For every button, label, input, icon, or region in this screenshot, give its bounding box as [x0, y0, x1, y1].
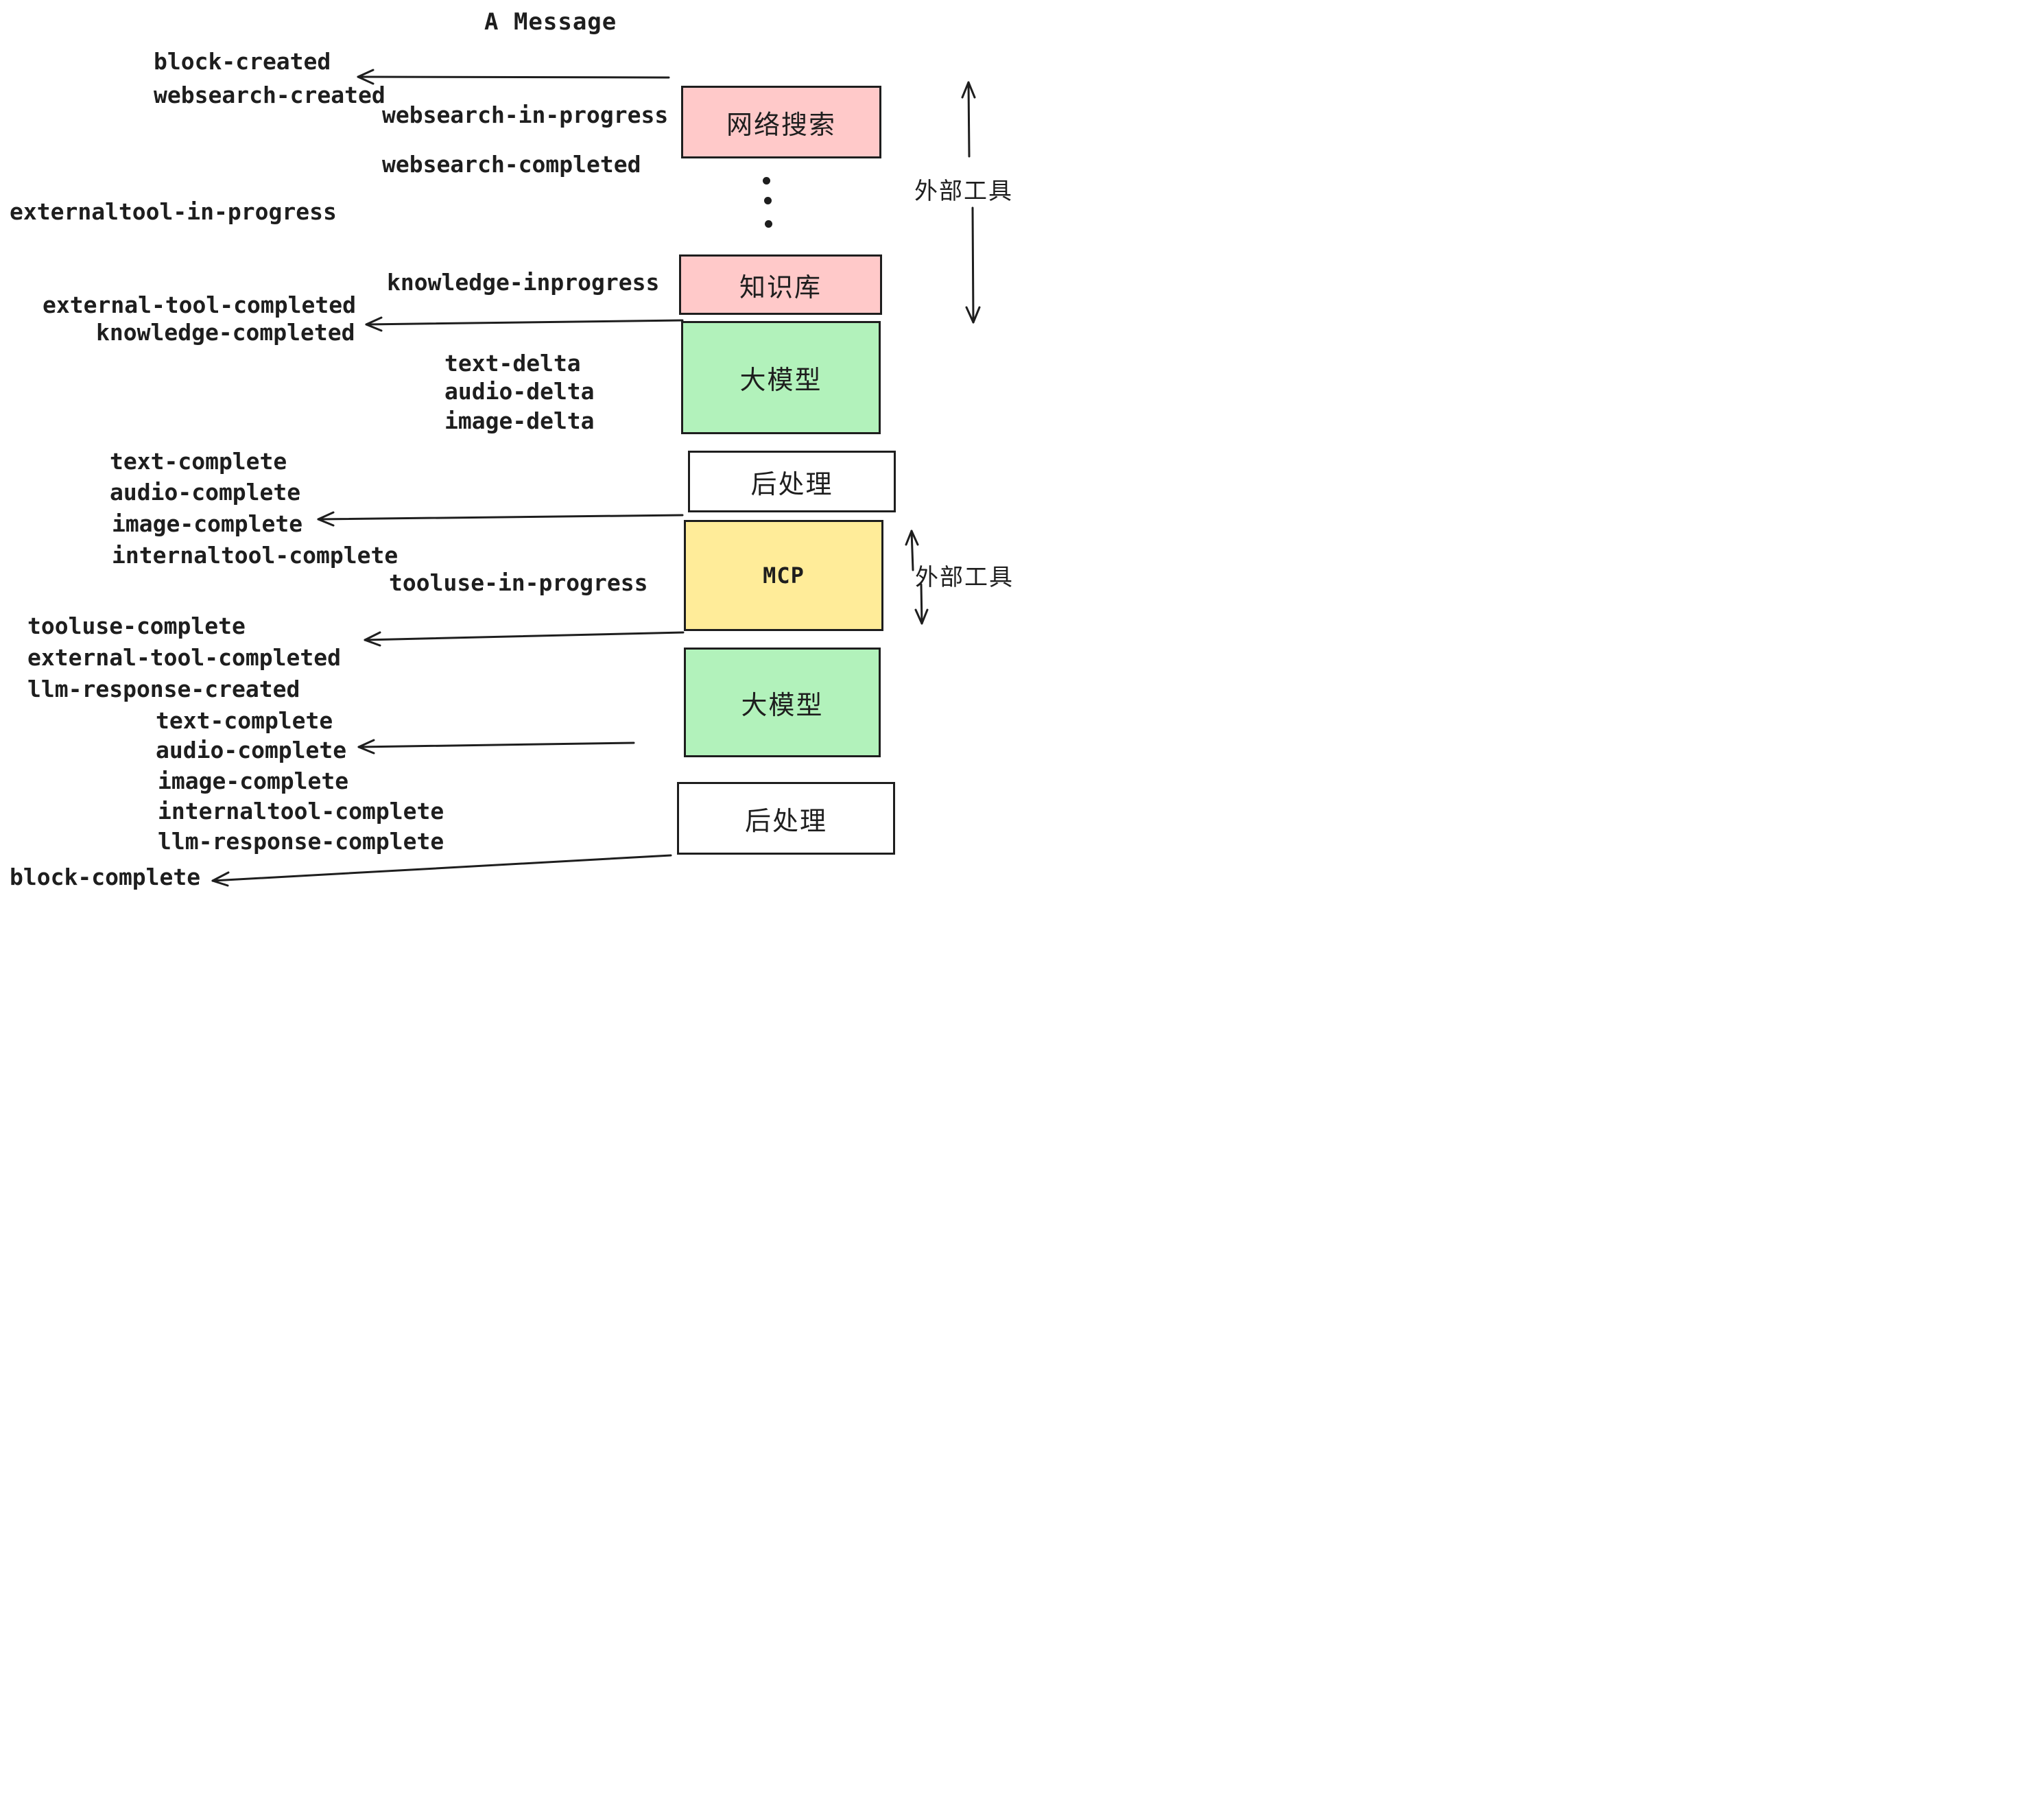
event-label-llm-response-created: llm-response-created — [27, 676, 300, 702]
event-label-audio-complete-2: audio-complete — [156, 737, 347, 763]
arrow-knowledge-completed — [365, 316, 684, 332]
event-label-text-complete-1: text-complete — [110, 448, 287, 475]
box-websearch: 网络搜索 — [681, 86, 881, 158]
event-label-tooluse-complete: tooluse-complete — [27, 613, 246, 639]
diagram-canvas: A Message block-created websearch-create… — [0, 0, 1022, 902]
diagram-title: A Message — [484, 8, 617, 36]
event-label-externaltool-in-progress: externaltool-in-progress — [10, 198, 337, 225]
event-label-websearch-in-progress: websearch-in-progress — [382, 102, 669, 128]
event-label-knowledge-completed: knowledge-completed — [96, 319, 355, 346]
event-label-audio-complete-1: audio-complete — [110, 479, 301, 506]
box-llm-1: 大模型 — [681, 321, 881, 434]
event-label-block-complete: block-complete — [10, 864, 201, 890]
external-tools-label-top: 外部工具 — [914, 178, 1013, 205]
event-label-text-complete-2: text-complete — [156, 707, 333, 734]
ellipsis-dot — [764, 197, 772, 204]
box-knowledge-label: 知识库 — [739, 272, 822, 302]
event-label-image-complete-1: image-complete — [112, 510, 303, 537]
box-post-processing-2-label: 后处理 — [744, 805, 827, 836]
event-label-image-complete-2: image-complete — [158, 768, 349, 794]
event-label-internaltool-complete-2: internaltool-complete — [158, 798, 444, 824]
event-label-block-created: block-created — [154, 48, 331, 75]
arrow-block-complete — [211, 854, 672, 887]
event-label-internaltool-complete-1: internaltool-complete — [112, 542, 399, 569]
arrow-audio-complete — [357, 739, 635, 755]
box-mcp: MCP — [684, 520, 883, 631]
ellipsis-dot — [763, 177, 770, 185]
ellipsis-dot — [765, 220, 772, 228]
event-label-llm-response-complete: llm-response-complete — [158, 828, 444, 855]
event-label-external-tool-completed-2: external-tool-completed — [27, 644, 341, 671]
event-label-text-delta-1: text-delta — [444, 350, 581, 377]
event-label-tooluse-in-progress: tooluse-in-progress — [389, 569, 648, 596]
arrow-external-tools-down-1 — [965, 206, 981, 324]
event-label-external-tool-completed: external-tool-completed — [43, 292, 356, 318]
box-knowledge: 知识库 — [679, 254, 882, 315]
arrow-image-complete — [317, 511, 684, 527]
box-post-processing-1-label: 后处理 — [750, 468, 833, 499]
arrow-external-tools-up-1 — [961, 81, 976, 158]
box-websearch-label: 网络搜索 — [726, 109, 836, 140]
box-mcp-label: MCP — [763, 562, 805, 589]
event-label-knowledge-inprogress: knowledge-inprogress — [387, 269, 660, 296]
box-post-processing-1: 后处理 — [688, 451, 896, 512]
arrow-tooluse-complete — [364, 631, 685, 647]
event-label-websearch-completed: websearch-completed — [382, 151, 641, 178]
event-label-audio-delta-1: audio-delta — [444, 378, 595, 405]
arrow-websearch-created — [357, 69, 670, 85]
event-label-websearch-created: websearch-created — [154, 82, 385, 108]
event-label-image-delta-1: image-delta — [444, 407, 595, 434]
external-tools-label-mcp: 外部工具 — [915, 564, 1014, 591]
box-llm-1-label: 大模型 — [739, 365, 822, 395]
box-llm-2-label: 大模型 — [741, 689, 824, 720]
box-llm-2: 大模型 — [684, 648, 881, 757]
box-post-processing-2: 后处理 — [677, 782, 895, 855]
